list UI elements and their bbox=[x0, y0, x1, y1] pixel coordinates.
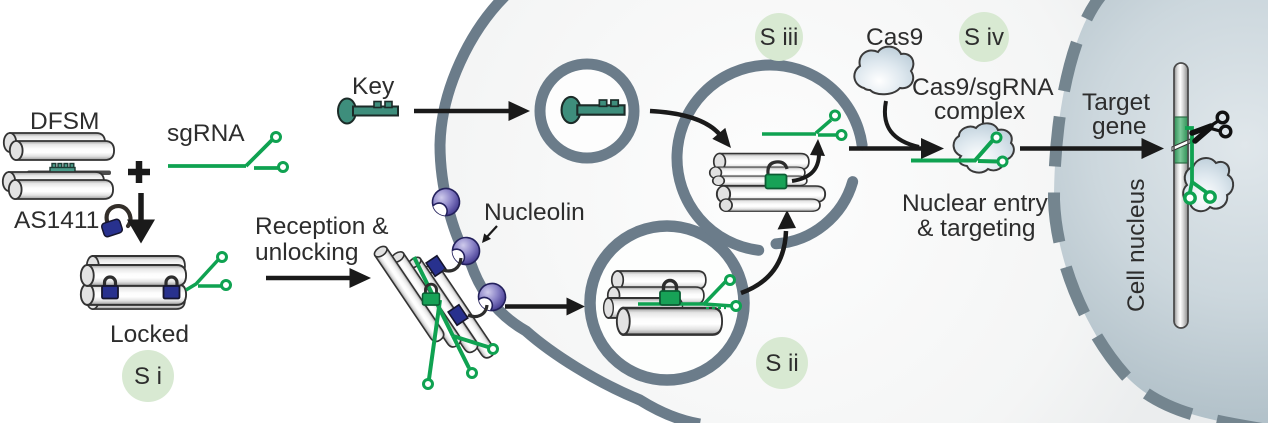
svg-text:S iv: S iv bbox=[964, 24, 1004, 51]
svg-text:Cell nucleus: Cell nucleus bbox=[1123, 179, 1150, 312]
svg-text:Nuclear entry: Nuclear entry bbox=[902, 190, 1048, 217]
svg-text:& targeting: & targeting bbox=[917, 215, 1036, 242]
svg-text:Target: Target bbox=[1082, 89, 1150, 116]
svg-text:Cas9: Cas9 bbox=[866, 24, 923, 51]
svg-text:Locked: Locked bbox=[110, 321, 189, 348]
svg-text:Reception &: Reception & bbox=[255, 213, 388, 240]
svg-text:gene: gene bbox=[1092, 113, 1147, 140]
svg-text:Cas9/sgRNA: Cas9/sgRNA bbox=[912, 74, 1054, 101]
svg-text:Key: Key bbox=[352, 73, 395, 100]
svg-text:S iii: S iii bbox=[760, 24, 799, 51]
svg-text:S ii: S ii bbox=[765, 350, 798, 377]
svg-text:complex: complex bbox=[934, 98, 1025, 125]
svg-text:S i: S i bbox=[134, 363, 162, 390]
svg-text:Nucleolin: Nucleolin bbox=[484, 199, 585, 226]
svg-text:unlocking: unlocking bbox=[255, 239, 359, 266]
svg-text:AS1411: AS1411 bbox=[14, 207, 99, 234]
svg-text:DFSM: DFSM bbox=[30, 108, 99, 135]
svg-text:sgRNA: sgRNA bbox=[167, 120, 245, 147]
